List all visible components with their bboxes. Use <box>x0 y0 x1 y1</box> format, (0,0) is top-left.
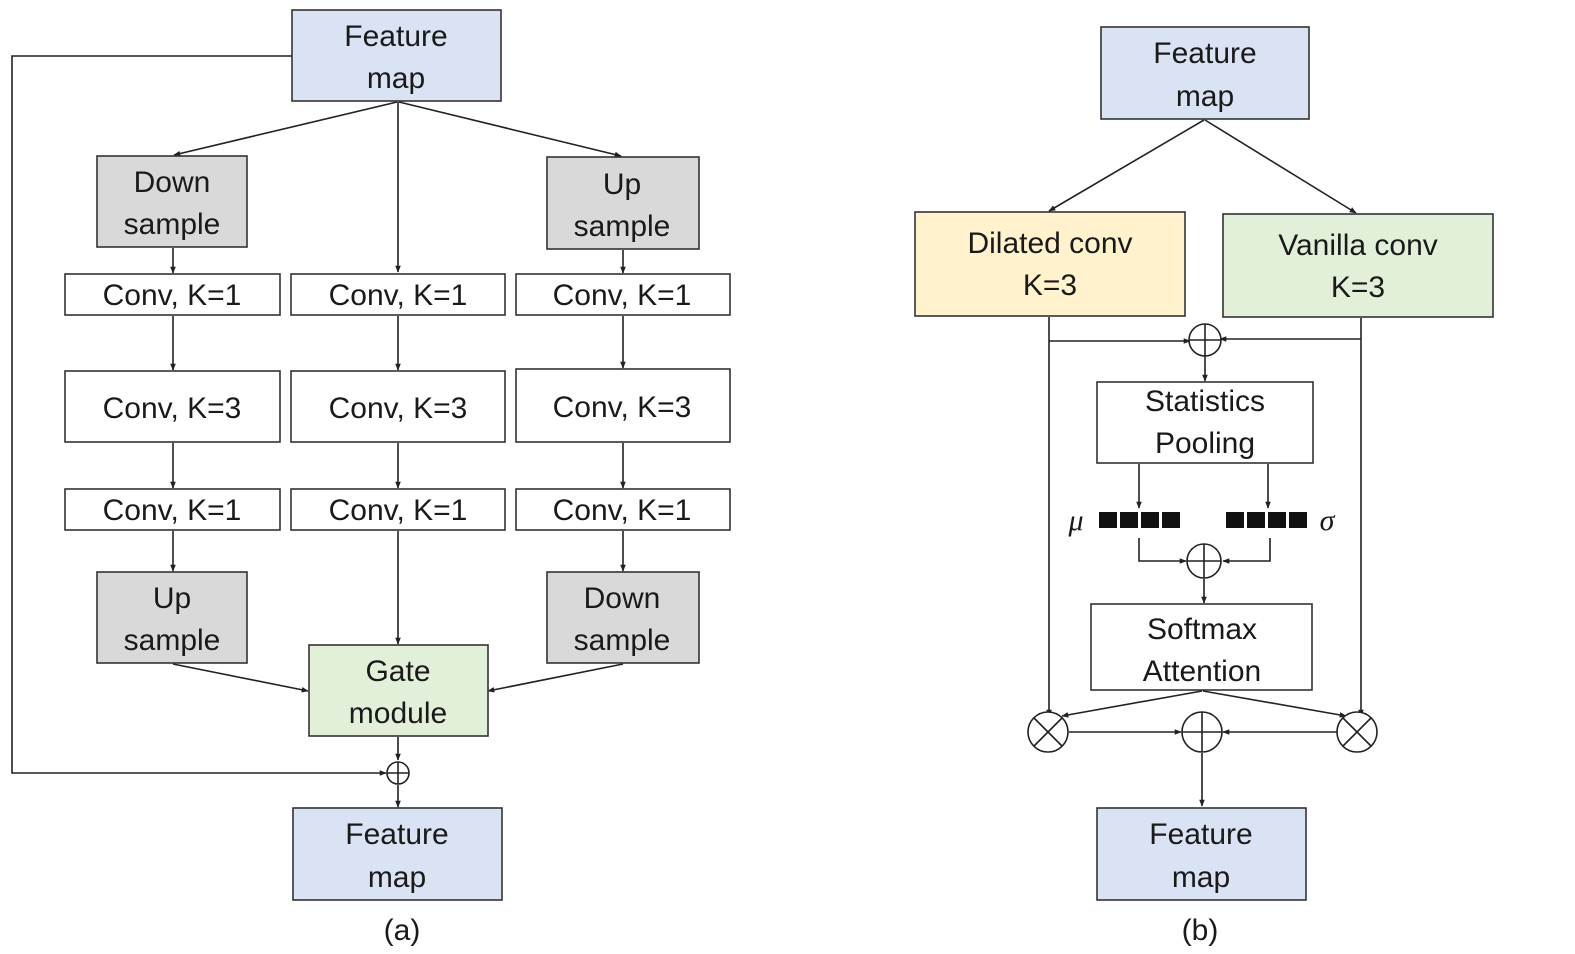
b-softmax-line1: Softmax <box>1147 613 1257 646</box>
a-right-in-line1: Up <box>603 168 641 201</box>
arrow-softmax-to-left-mul <box>1061 690 1203 718</box>
a-right-in-line2: sample <box>574 210 671 243</box>
a-right-up-sample: Up sample <box>546 156 700 250</box>
arrow-upsample-to-gate <box>172 663 309 693</box>
caption-b: (b) <box>1182 914 1219 947</box>
a-left-out-line2: sample <box>124 624 221 657</box>
svg-text:Conv, K=1: Conv, K=1 <box>103 279 242 312</box>
b-input-feature-map: Feature map <box>1100 26 1310 120</box>
b-vanilla-conv: Vanilla conv K=3 <box>1222 213 1494 318</box>
caption-a: (a) <box>384 914 421 947</box>
svg-text:Conv, K=3: Conv, K=3 <box>329 392 468 425</box>
a-mid-conv-k1-bottom: Conv, K=1 <box>290 488 506 531</box>
b-statistics-pooling: Statistics Pooling <box>1096 381 1314 464</box>
svg-text:Conv, K=3: Conv, K=3 <box>103 392 242 425</box>
a-left-conv-k3: Conv, K=3 <box>64 370 281 443</box>
svg-text:Conv, K=1: Conv, K=1 <box>103 494 242 527</box>
a-mid-conv-k1-top: Conv, K=1 <box>290 273 506 316</box>
b-dilated-conv: Dilated conv K=3 <box>914 211 1186 317</box>
a-output-line2: map <box>368 861 426 894</box>
b-output-feature-map: Feature map <box>1096 807 1307 901</box>
b-mu-label: μ <box>1067 504 1083 537</box>
arrow-skip-connection <box>11 55 387 776</box>
a-left-in-line2: sample <box>124 208 221 241</box>
b-bottom-sum-node-icon <box>1181 711 1223 753</box>
svg-text:Conv, K=1: Conv, K=1 <box>553 279 692 312</box>
a-right-conv-k3: Conv, K=3 <box>515 368 731 443</box>
arrow-sigma-to-sum <box>1222 538 1271 564</box>
arrow-fm-to-vanilla <box>1204 119 1357 214</box>
b-sigma-label: σ <box>1320 504 1336 537</box>
arrow-fm-to-dilated <box>1048 119 1205 212</box>
a-mid-conv-k3: Conv, K=3 <box>290 370 506 443</box>
a-output-line1: Feature <box>345 818 448 851</box>
arrow-mu-to-sum <box>1138 538 1187 564</box>
svg-text:Conv, K=1: Conv, K=1 <box>329 279 468 312</box>
arrow-softmax-to-right-mul <box>1202 690 1347 718</box>
a-gate-line1: Gate <box>365 655 430 688</box>
svg-text:Conv, K=3: Conv, K=3 <box>553 391 692 424</box>
b-vanilla-line2: K=3 <box>1331 271 1385 304</box>
b-input-line2: map <box>1176 80 1234 113</box>
arrow-downsample-to-gate <box>487 663 624 693</box>
a-output-feature-map: Feature map <box>292 807 503 901</box>
b-output-line1: Feature <box>1149 818 1252 851</box>
a-left-up-sample: Up sample <box>96 571 248 664</box>
a-input-feature-map: Feature map <box>291 9 502 102</box>
b-vanilla-line1: Vanilla conv <box>1278 229 1438 262</box>
a-right-down-sample: Down sample <box>546 571 700 664</box>
a-input-line1: Feature <box>344 20 447 53</box>
a-left-in-line1: Down <box>134 166 211 199</box>
arrow-fm-to-downsample <box>173 101 398 157</box>
b-right-multiply-node-icon <box>1336 711 1378 753</box>
b-sigma-vector-icon <box>1226 512 1307 528</box>
b-output-line2: map <box>1172 861 1230 894</box>
b-softmax-line2: Attention <box>1143 655 1261 688</box>
b-softmax-attention: Softmax Attention <box>1090 603 1313 691</box>
b-stats-line1: Statistics <box>1145 385 1265 418</box>
panel-a: Feature map Down sample Conv, K=1 Conv, … <box>11 9 731 947</box>
a-right-out-line2: sample <box>574 624 671 657</box>
panel-a-connectors <box>11 55 626 808</box>
b-dilated-line1: Dilated conv <box>967 227 1132 260</box>
b-top-sum-node-icon <box>1188 323 1222 357</box>
b-dilated-line2: K=3 <box>1023 269 1077 302</box>
b-mu-vector-icon <box>1099 512 1180 528</box>
b-stats-line2: Pooling <box>1155 427 1255 460</box>
b-mid-sum-node-icon <box>1186 543 1222 579</box>
b-input-line1: Feature <box>1153 37 1256 70</box>
panel-b-connectors <box>1046 119 1364 807</box>
a-sum-node-icon <box>386 761 410 785</box>
b-left-multiply-node-icon <box>1027 711 1069 753</box>
a-gate-line2: module <box>349 697 447 730</box>
a-right-conv-k1-top: Conv, K=1 <box>515 273 731 316</box>
a-right-conv-k1-bottom: Conv, K=1 <box>515 488 731 531</box>
a-left-out-line1: Up <box>153 582 191 615</box>
a-left-conv-k1-bottom: Conv, K=1 <box>64 488 281 531</box>
arrow-fm-to-upsample <box>398 101 622 158</box>
a-right-out-line1: Down <box>584 582 661 615</box>
a-left-conv-k1-top: Conv, K=1 <box>64 273 281 316</box>
svg-text:Conv, K=1: Conv, K=1 <box>329 494 468 527</box>
a-left-down-sample: Down sample <box>96 155 248 248</box>
svg-text:Conv, K=1: Conv, K=1 <box>553 494 692 527</box>
a-input-line2: map <box>367 62 425 95</box>
panel-b: Feature map Dilated conv K=3 Vanilla con… <box>914 26 1494 947</box>
a-gate-module: Gate module <box>308 644 489 737</box>
